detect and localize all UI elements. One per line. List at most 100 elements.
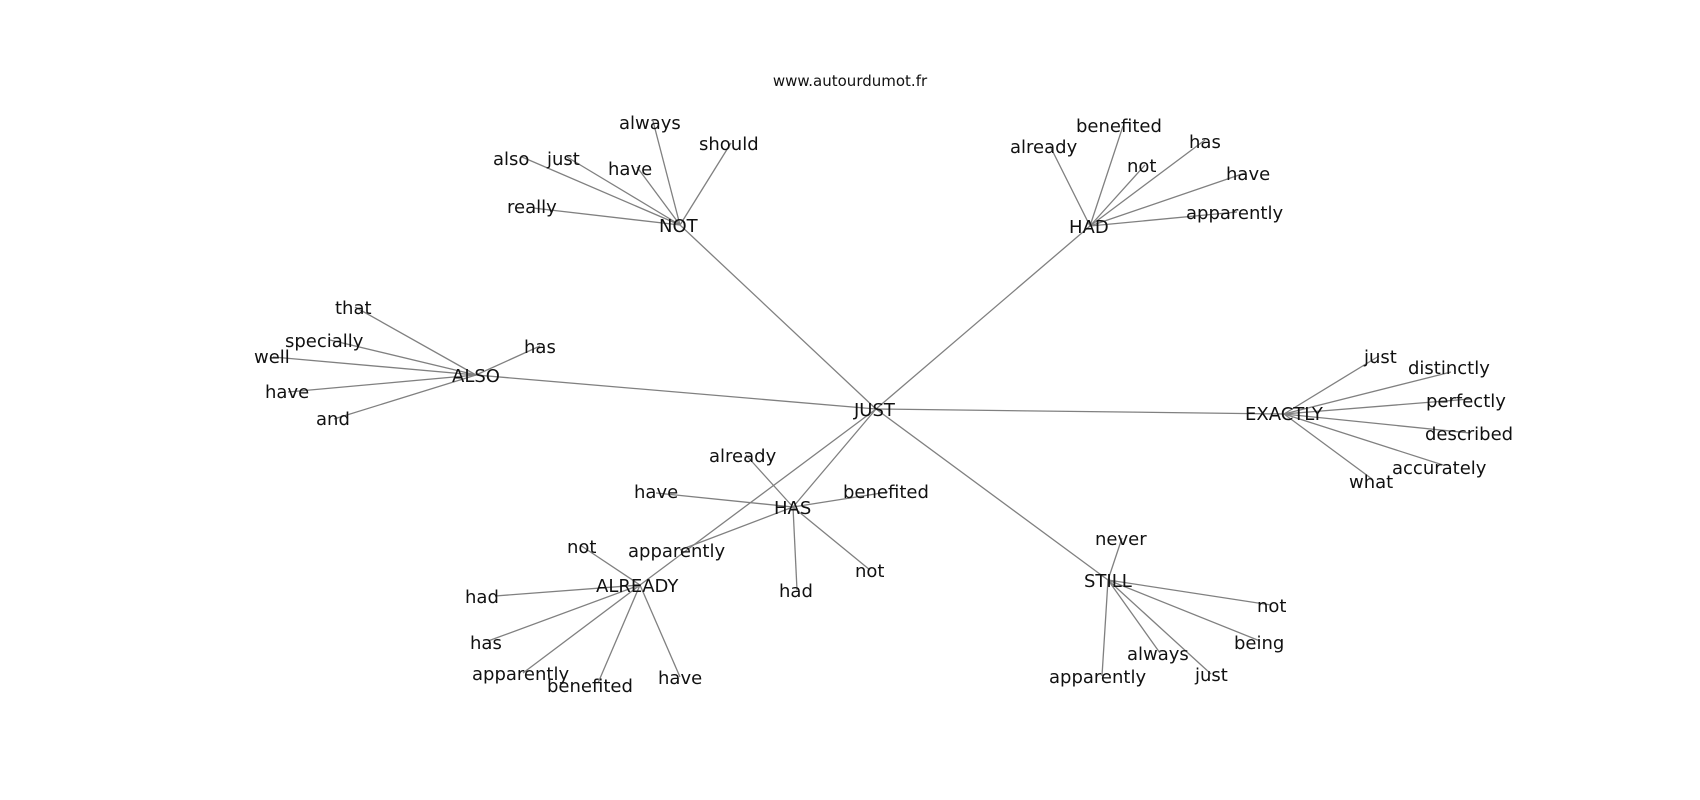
edge-has-benefited <box>792 491 889 508</box>
leaf-word-had-already[interactable]: already <box>1010 137 1078 158</box>
leaf-word-still-never[interactable]: never <box>1095 529 1147 550</box>
hub-word-exactly[interactable]: EXACTLY <box>1245 404 1324 425</box>
hub-word-had[interactable]: HAD <box>1069 217 1109 238</box>
edge-exactly-described <box>1283 413 1471 434</box>
graph-edges <box>272 120 1471 684</box>
leaf-word-not-also[interactable]: also <box>493 149 529 170</box>
leaf-word-exactly-described[interactable]: described <box>1425 424 1513 445</box>
edge-has-apparently <box>679 506 794 551</box>
edge-still-just <box>1107 579 1212 675</box>
edge-center-already <box>639 408 877 586</box>
edge-center-exactly <box>875 408 1285 415</box>
hub-word-still[interactable]: STILL <box>1084 571 1132 592</box>
edge-center-had <box>875 225 1091 410</box>
leaf-word-already-has[interactable]: has <box>470 633 502 654</box>
center-word[interactable]: JUST <box>853 400 896 421</box>
watermark-url: www.autourdumot.fr <box>772 72 928 90</box>
edge-has-had <box>792 506 798 591</box>
leaf-word-still-apparently[interactable]: apparently <box>1049 667 1146 688</box>
leaf-word-not-always[interactable]: always <box>619 113 681 134</box>
leaf-word-had-has[interactable]: has <box>1189 132 1221 153</box>
graph-labels: JUST NOT always should also just have reallyHAD… <box>254 113 1513 697</box>
leaf-word-already-apparently[interactable]: apparently <box>472 664 569 685</box>
edge-had-benefited <box>1089 125 1124 227</box>
edge-already-has <box>487 584 641 642</box>
edge-also-specially <box>329 339 477 376</box>
edge-still-being <box>1107 579 1261 642</box>
edge-had-apparently <box>1089 211 1238 227</box>
leaf-word-not-really[interactable]: really <box>507 197 557 218</box>
edge-also-that <box>354 306 477 376</box>
leaf-word-still-not[interactable]: not <box>1257 596 1286 617</box>
leaf-word-still-just[interactable]: just <box>1194 665 1228 686</box>
edge-exactly-perfectly <box>1283 398 1471 415</box>
edge-exactly-accurately <box>1283 413 1444 466</box>
edge-not-really <box>532 207 681 226</box>
leaf-word-has-have[interactable]: have <box>634 482 678 503</box>
edge-center-also <box>475 374 877 410</box>
edge-has-have <box>655 492 794 508</box>
edge-also-and <box>333 374 477 420</box>
hub-word-also[interactable]: ALSO <box>452 366 500 387</box>
edge-still-never <box>1107 537 1123 581</box>
edge-also-has <box>475 345 541 376</box>
leaf-word-had-have[interactable]: have <box>1226 164 1270 185</box>
leaf-word-exactly-perfectly[interactable]: perfectly <box>1426 391 1506 412</box>
leaf-word-not-just[interactable]: just <box>546 149 580 170</box>
edge-had-already <box>1049 145 1091 227</box>
leaf-word-also-has[interactable]: has <box>524 337 556 358</box>
edge-center-has <box>792 408 877 508</box>
leaf-word-not-have[interactable]: have <box>608 159 652 180</box>
edge-had-not <box>1089 164 1146 227</box>
leaf-word-has-had[interactable]: had <box>779 581 813 602</box>
leaf-word-has-already[interactable]: already <box>709 446 777 467</box>
hub-word-already[interactable]: ALREADY <box>596 576 679 597</box>
leaf-word-had-benefited[interactable]: benefited <box>1076 116 1162 137</box>
leaf-word-exactly-accurately[interactable]: accurately <box>1392 458 1487 479</box>
hub-word-not[interactable]: NOT <box>659 216 699 237</box>
edge-still-apparently <box>1101 579 1109 677</box>
leaf-word-already-had[interactable]: had <box>465 587 499 608</box>
edge-not-have <box>636 166 681 226</box>
leaf-word-also-that[interactable]: that <box>335 298 372 319</box>
leaf-word-exactly-just[interactable]: just <box>1363 347 1397 368</box>
leaf-word-already-have[interactable]: have <box>658 668 702 689</box>
leaf-word-still-always[interactable]: always <box>1127 644 1189 665</box>
edge-already-apparently <box>522 584 641 674</box>
edge-exactly-distinctly <box>1283 371 1452 415</box>
leaf-word-had-not[interactable]: not <box>1127 156 1156 177</box>
leaf-word-also-have[interactable]: have <box>265 382 309 403</box>
leaf-word-still-being[interactable]: being <box>1234 633 1284 654</box>
edge-not-should <box>679 142 732 226</box>
leaf-word-also-well[interactable]: well <box>254 347 290 368</box>
leaf-word-has-benefited[interactable]: benefited <box>843 482 929 503</box>
edge-already-benefited <box>597 584 641 684</box>
edge-center-still <box>875 408 1109 581</box>
edge-already-have <box>639 584 681 678</box>
edge-still-not <box>1107 579 1272 606</box>
edge-has-already <box>745 454 794 508</box>
leaf-word-has-not[interactable]: not <box>855 561 884 582</box>
leaf-word-also-specially[interactable]: specially <box>285 331 364 352</box>
edge-still-always <box>1107 579 1161 654</box>
hub-word-has[interactable]: HAS <box>774 498 811 519</box>
leaf-word-has-apparently[interactable]: apparently <box>628 541 725 562</box>
edge-had-has <box>1089 139 1206 227</box>
leaf-word-already-benefited[interactable]: benefited <box>547 676 633 697</box>
leaf-word-exactly-what[interactable]: what <box>1349 472 1393 493</box>
edge-center-not <box>679 224 877 410</box>
leaf-word-also-and[interactable]: and <box>316 409 350 430</box>
edge-had-have <box>1089 172 1246 227</box>
leaf-word-had-apparently[interactable]: apparently <box>1186 203 1283 224</box>
edge-not-always <box>652 120 681 226</box>
leaf-word-not-should[interactable]: should <box>699 134 759 155</box>
leaf-word-exactly-distinctly[interactable]: distinctly <box>1408 358 1490 379</box>
edge-not-just <box>566 156 681 226</box>
edge-also-well <box>272 356 477 376</box>
edge-exactly-just <box>1283 355 1380 415</box>
edge-already-not <box>579 544 641 586</box>
leaf-word-already-not[interactable]: not <box>567 537 596 558</box>
edge-has-not <box>792 506 871 571</box>
edge-exactly-what <box>1283 413 1373 480</box>
